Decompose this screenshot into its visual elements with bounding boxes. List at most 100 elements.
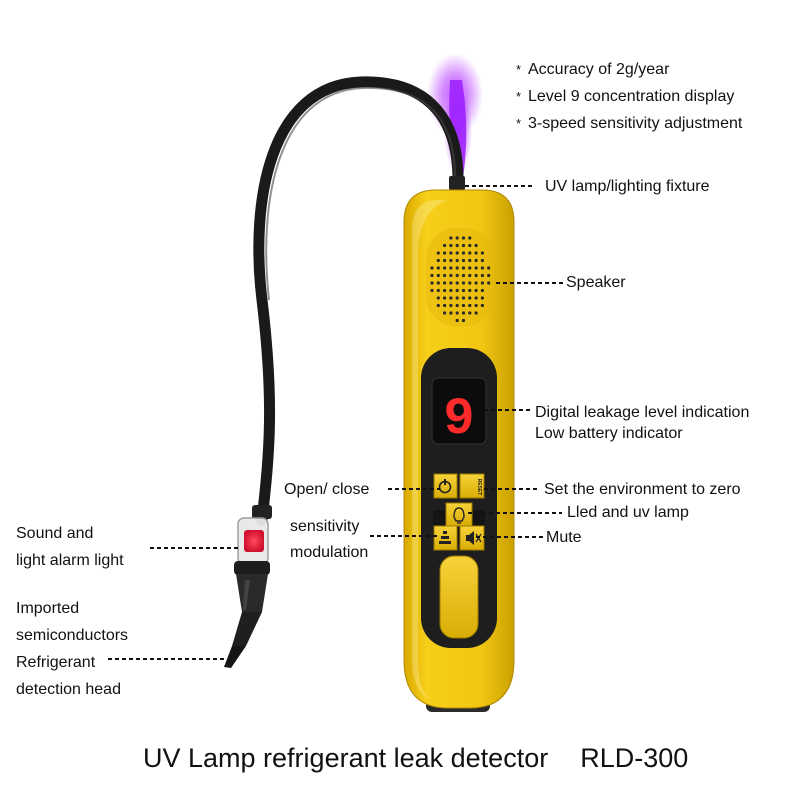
speaker-hole — [461, 303, 466, 308]
label-semi-2: semiconductors — [16, 627, 129, 644]
speaker-hole — [461, 243, 466, 248]
speaker-hole — [449, 288, 453, 293]
speaker-hole — [449, 273, 453, 278]
mute-button[interactable] — [459, 525, 485, 551]
detection-head — [224, 574, 268, 668]
speaker-hole — [436, 303, 440, 308]
speaker-hole — [461, 251, 466, 255]
label-speaker: Speaker — [566, 274, 626, 291]
label-alarm-2: light alarm light — [16, 552, 124, 569]
speaker-hole — [468, 273, 472, 278]
speaker-hole — [436, 258, 440, 263]
speaker-hole — [455, 303, 459, 308]
speaker-hole — [474, 288, 478, 293]
gooseneck-hose — [253, 76, 464, 526]
speaker-hole — [430, 273, 434, 278]
label-semi-3: Refrigerant — [16, 654, 96, 671]
speaker-hole — [480, 288, 484, 293]
label-alarm-1: Sound and — [16, 525, 94, 542]
speaker-hole — [455, 266, 459, 270]
leader-lines — [108, 185, 564, 660]
speaker-hole — [474, 273, 478, 278]
speaker-hole — [430, 281, 434, 285]
speaker-hole — [461, 266, 466, 270]
speaker-hole — [461, 288, 466, 293]
feature-text: 3-speed sensitivity adjustment — [528, 115, 743, 132]
speaker-hole — [449, 258, 453, 263]
speaker-hole — [487, 266, 491, 270]
speaker-hole — [468, 266, 472, 270]
speaker-hole — [449, 236, 453, 240]
label-low-battery: Low battery indicator — [535, 425, 683, 442]
speaker-hole — [480, 303, 484, 308]
speaker-hole — [455, 258, 459, 263]
speaker-hole — [461, 296, 466, 300]
uv-lamp-tip — [449, 176, 465, 190]
speaker-hole — [455, 251, 459, 255]
speaker-hole — [449, 303, 453, 308]
speaker-hole — [430, 266, 434, 270]
speaker-hole — [474, 303, 478, 308]
feature-item-level: *Level 9 concentration display — [516, 88, 735, 105]
label-semi-4: detection head — [16, 681, 121, 698]
label-mute: Mute — [546, 529, 582, 546]
speaker-hole — [449, 266, 453, 270]
speaker-hole — [480, 258, 484, 263]
label-semi-1: Imported — [16, 600, 80, 617]
speaker-hole — [436, 296, 440, 300]
speaker-hole — [449, 296, 453, 300]
sensitivity-button[interactable] — [433, 525, 458, 551]
speaker-hole — [480, 296, 484, 300]
speaker-hole — [443, 303, 447, 308]
reset-button[interactable] — [459, 473, 485, 499]
speaker-hole — [436, 251, 440, 255]
speaker-hole — [468, 311, 472, 315]
feature-item-accuracy: *Accuracy of 2g/year — [516, 61, 670, 78]
speaker-hole — [461, 311, 466, 315]
alarm-light — [234, 505, 272, 575]
model-number: RLD-300 — [580, 743, 689, 773]
speaker-hole — [461, 258, 466, 263]
speaker-hole — [474, 281, 478, 285]
feature-text: Level 9 concentration display — [528, 88, 735, 105]
speaker-hole — [455, 273, 459, 278]
speaker-hole — [487, 281, 491, 285]
product-name: UV Lamp refrigerant leak detector — [143, 743, 549, 773]
label-set-zero: Set the environment to zero — [544, 481, 741, 498]
speaker-hole — [443, 296, 447, 300]
power-button[interactable] — [433, 473, 458, 499]
speaker-hole — [443, 258, 447, 263]
speaker-hole — [443, 243, 447, 248]
speaker-hole — [468, 258, 472, 263]
label-sensitivity-1: sensitivity — [290, 518, 360, 535]
speaker-hole — [430, 288, 434, 293]
light-button[interactable] — [445, 502, 473, 527]
speaker-hole — [480, 281, 484, 285]
speaker-hole — [436, 288, 440, 293]
speaker-hole — [436, 273, 440, 278]
feature-text: Accuracy of 2g/year — [528, 61, 670, 78]
speaker-hole — [455, 318, 459, 323]
speaker-hole — [468, 236, 472, 240]
speaker-hole — [468, 296, 472, 300]
speaker-hole — [474, 296, 478, 300]
label-led-uv: Lled and uv lamp — [567, 504, 689, 521]
product-caption: UV Lamp refrigerant leak detector RLD-300 — [143, 741, 688, 775]
label-uv-lamp: UV lamp/lighting fixture — [545, 178, 710, 195]
speaker-hole — [443, 288, 447, 293]
speaker-hole — [461, 236, 466, 240]
speaker-hole — [455, 311, 459, 315]
speaker-hole — [449, 281, 453, 285]
speaker-hole — [474, 311, 478, 315]
speaker-hole — [443, 251, 447, 255]
speaker-hole — [449, 251, 453, 255]
speaker-hole — [455, 243, 459, 248]
speaker-hole — [455, 288, 459, 293]
speaker-hole — [474, 266, 478, 270]
speaker-hole — [474, 251, 478, 255]
speaker-hole — [480, 266, 484, 270]
speaker-grille — [426, 228, 494, 326]
speaker-hole — [474, 258, 478, 263]
speaker-hole — [449, 243, 453, 248]
